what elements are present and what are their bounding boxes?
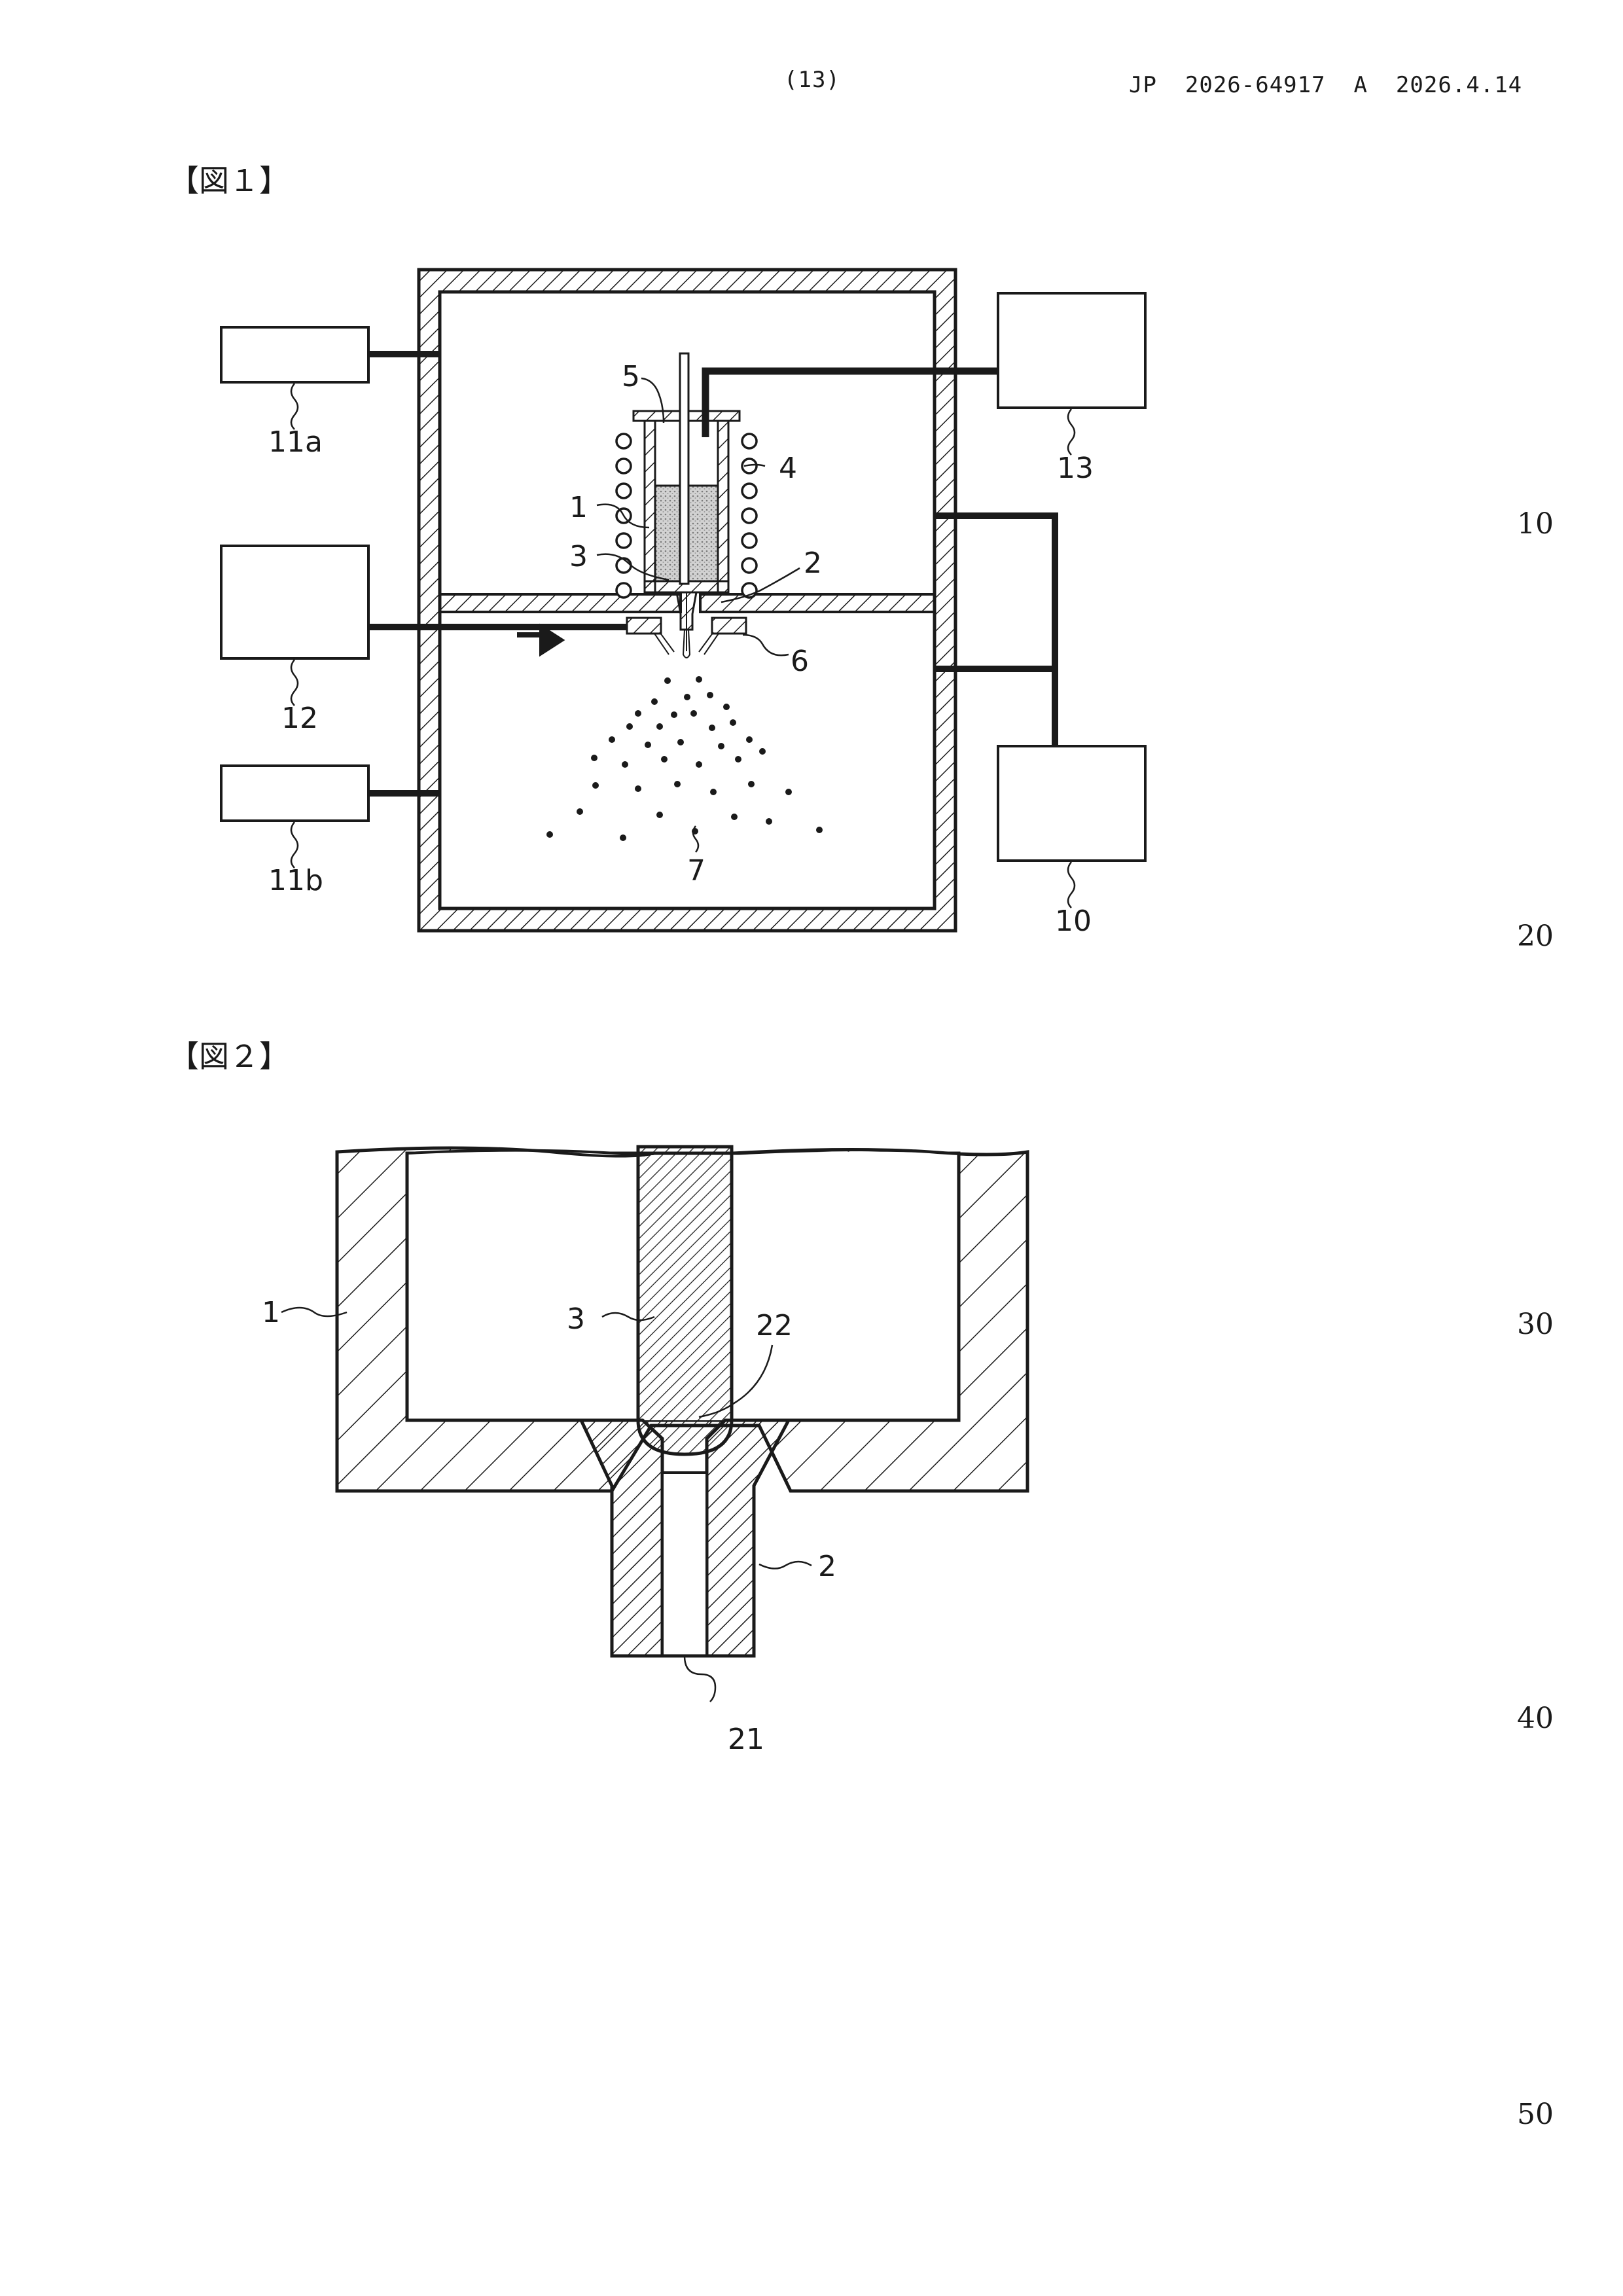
label-12: 12: [281, 702, 318, 735]
label-11b: 11b: [268, 864, 323, 897]
label-fig2-22: 22: [756, 1309, 793, 1342]
partition-plate-right: [700, 594, 935, 612]
label-fig2-21: 21: [728, 1723, 764, 1756]
figure-1-apparatus: 11a 12 11b 13 10 5 4 1 3 2 6 7: [221, 270, 1145, 938]
box-10: [998, 746, 1145, 861]
nozzle-bore: [662, 1473, 707, 1656]
partition-plate-left: [440, 594, 681, 612]
spray-nozzle-left: [627, 618, 661, 634]
box-13: [998, 293, 1145, 408]
stopper-rod-detail: [638, 1147, 732, 1454]
figure-2-nozzle-detail: 1 3 22 2 21: [262, 1147, 1027, 1756]
label-5: 5: [622, 360, 640, 393]
label-fig2-3: 3: [567, 1302, 585, 1336]
label-10: 10: [1055, 905, 1092, 938]
spray-nozzle-right: [712, 618, 746, 634]
crucible-wall-right: [718, 421, 728, 592]
stopper-rod: [680, 353, 688, 584]
box-11b: [221, 766, 368, 821]
label-11a: 11a: [268, 425, 323, 459]
label-7: 7: [687, 854, 705, 888]
label-13: 13: [1057, 452, 1094, 485]
crucible-wall-left: [645, 421, 655, 592]
label-6: 6: [791, 645, 809, 678]
label-3: 3: [569, 540, 588, 573]
label-fig2-2: 2: [818, 1550, 836, 1583]
metal-powder-particles: [546, 676, 823, 841]
label-1: 1: [569, 491, 588, 524]
flow-arrow: [517, 628, 560, 652]
box-12: [221, 546, 368, 658]
label-4: 4: [779, 452, 797, 485]
label-fig2-1: 1: [262, 1296, 280, 1329]
box-11a: [221, 327, 368, 382]
label-2: 2: [804, 547, 822, 580]
